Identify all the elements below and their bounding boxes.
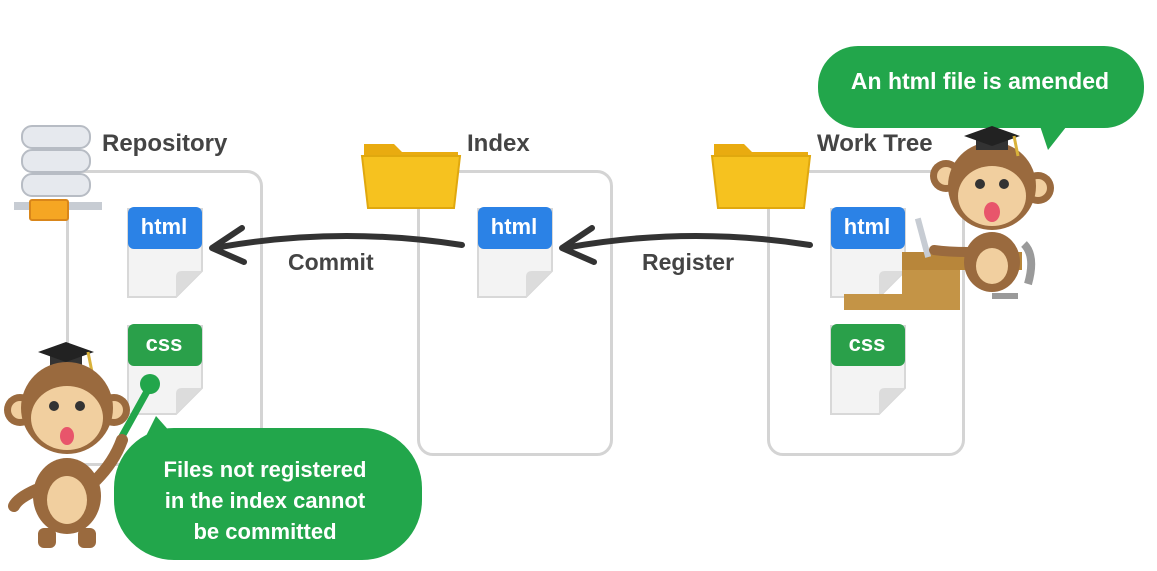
file-label: html — [490, 214, 538, 239]
amended-bubble-text: An html file is amended — [850, 68, 1110, 94]
css-file-icon: css — [829, 322, 909, 418]
commit-arrow-head — [209, 225, 247, 265]
commit-label: Commit — [288, 249, 374, 275]
file-label: css — [848, 331, 886, 356]
folder-icon — [710, 132, 814, 217]
index-title: Index — [467, 130, 530, 157]
register-label: Register — [642, 249, 735, 275]
pointer-tip — [140, 374, 160, 394]
not-registered-bubble-text: Files not registered in the index cannot… — [122, 454, 408, 547]
file-label: css — [145, 331, 183, 356]
html-file-icon: html — [829, 205, 909, 301]
repository-title: Repository — [102, 130, 228, 157]
file-label: html — [140, 214, 188, 239]
register-arrow — [567, 233, 813, 250]
file-label: html — [843, 214, 891, 239]
commit-arrow — [217, 233, 465, 250]
html-file-icon: html — [476, 205, 556, 301]
speech-bubble — [818, 46, 1144, 150]
database-icon — [14, 122, 106, 229]
bubble-line: be committed — [193, 519, 337, 544]
register-arrow-head — [559, 225, 597, 265]
monkey-icon — [844, 126, 1054, 310]
html-file-icon: html — [126, 205, 206, 301]
folder-icon — [360, 132, 464, 217]
monkey-icon — [4, 342, 130, 548]
speech-bubble — [114, 416, 422, 560]
bubble-line: Files not registered — [163, 457, 367, 482]
pointer-stick — [116, 382, 154, 444]
work-tree-title: Work Tree — [817, 130, 933, 157]
repository-line — [66, 210, 69, 370]
bubble-line: in the index cannot — [164, 488, 366, 513]
